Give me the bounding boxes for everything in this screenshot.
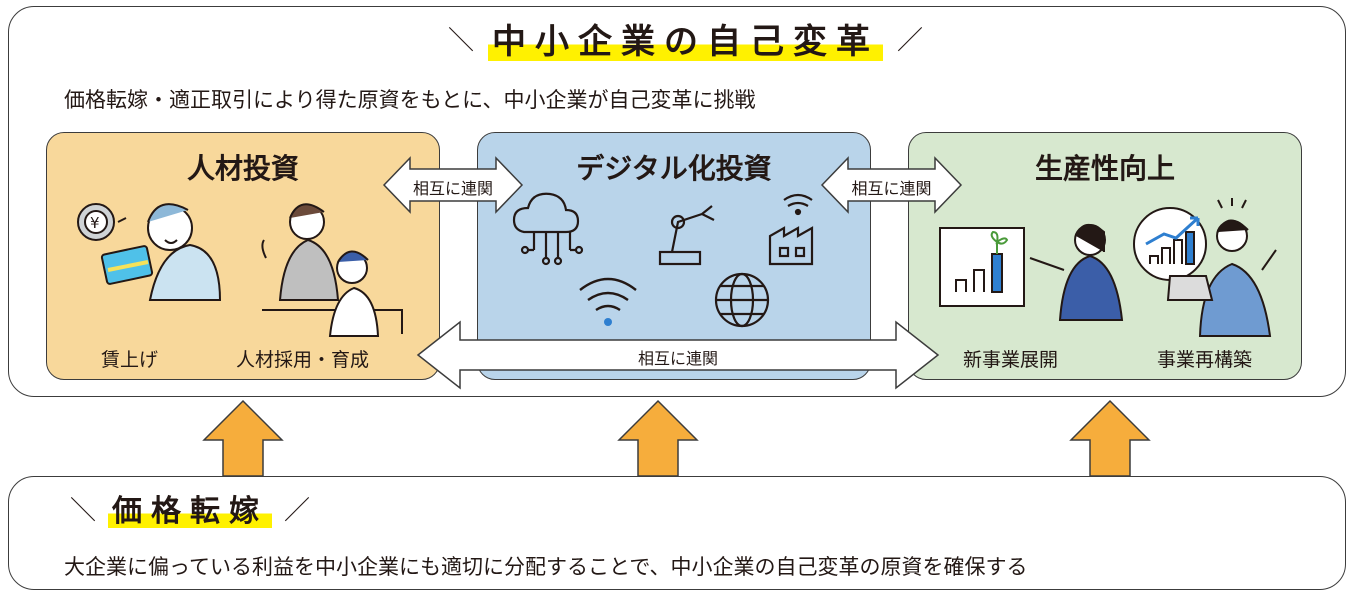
- globe-icon: [714, 272, 770, 328]
- sub-title-slash-left: ＼: [70, 495, 97, 526]
- cloud-network-icon: [512, 192, 584, 266]
- title-slash-left: ＼: [448, 26, 475, 56]
- jinzai-title: 人材投資: [186, 152, 299, 185]
- hiring-training-label: 人材採用・育成: [236, 349, 370, 371]
- wage-increase-label: 賃上げ: [101, 349, 159, 371]
- sub-title: 価格転嫁: [108, 486, 273, 530]
- wifi-icon: [579, 277, 637, 326]
- bottom-description: 大企業に偏っている利益を中小企業にも適切に分配することで、中小企業の自己変革の原…: [64, 555, 1028, 579]
- digital-title: デジタル化投資: [576, 152, 772, 185]
- top-subtitle: 価格転嫁・適正取引により得た原資をもとに、中小企業が自己変革に挑戦: [64, 88, 756, 112]
- title-slash-right: ／: [897, 26, 924, 56]
- wage-illustration: ¥: [77, 203, 222, 301]
- growth-chart-icon: [1133, 207, 1207, 281]
- jinzai-investment-box: 人材投資 賃上げ 人材採用・育成: [46, 132, 440, 380]
- link-arrow-left: [382, 156, 524, 214]
- svg-text:¥: ¥: [90, 214, 100, 232]
- link-arrow-right: [820, 156, 963, 214]
- digital-investment-box: デジタル化投資: [477, 132, 871, 380]
- sub-title-slash-right: ／: [284, 495, 311, 526]
- link-label-right: 相互に連関: [851, 179, 932, 198]
- productivity-title: 生産性向上: [1034, 152, 1175, 185]
- up-arrow-left: [202, 399, 284, 477]
- new-business-label: 新事業展開: [963, 349, 1059, 371]
- robot-arm-icon: [658, 205, 715, 266]
- new-business-illustration: [939, 224, 1124, 321]
- main-title-group: ＼ 中小企業の自己変革 ／: [448, 14, 923, 63]
- sub-title-group: ＼ 価格転嫁 ／: [70, 486, 310, 530]
- factory-icon: [768, 193, 814, 266]
- link-arrow-bottom: [416, 320, 940, 390]
- up-arrow-right: [1069, 399, 1151, 477]
- up-arrow-center: [617, 399, 699, 477]
- link-label-left: 相互に連関: [412, 179, 493, 198]
- main-title: 中小企業の自己変革: [488, 14, 884, 63]
- restructuring-label: 事業再構築: [1157, 349, 1253, 371]
- link-label-bottom: 相互に連関: [637, 349, 718, 368]
- hiring-illustration: [261, 203, 403, 337]
- restructuring-illustration: [1166, 198, 1277, 337]
